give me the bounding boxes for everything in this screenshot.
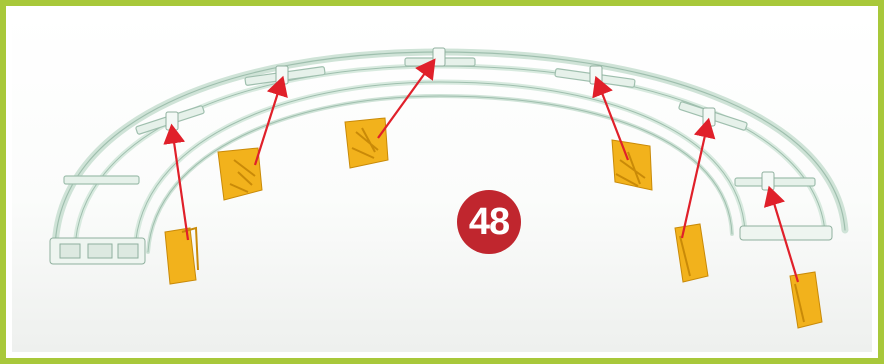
bracket-4 — [611, 139, 653, 191]
bracket-1 — [164, 226, 199, 285]
arrow-4 — [592, 75, 630, 161]
arrow-1 — [163, 123, 190, 241]
step-number-badge: 48 — [457, 190, 521, 254]
bracket-2 — [217, 147, 263, 201]
guide-arrows — [163, 58, 800, 283]
bracket-3 — [344, 117, 389, 169]
arrow-3 — [377, 58, 436, 139]
track-end-piece-left — [49, 237, 146, 265]
track-end-piece-right — [739, 225, 833, 241]
bracket-5 — [674, 223, 709, 283]
track-arch — [51, 48, 849, 256]
tie-1 — [63, 175, 140, 185]
arrow-5 — [680, 117, 716, 239]
arrow-2 — [253, 75, 288, 166]
inner-rail-low-edge — [147, 95, 733, 253]
inner-rail-top-edge — [134, 81, 746, 251]
tie-7 — [734, 177, 816, 187]
bracket-6 — [789, 271, 823, 329]
arrow-6 — [763, 185, 800, 283]
